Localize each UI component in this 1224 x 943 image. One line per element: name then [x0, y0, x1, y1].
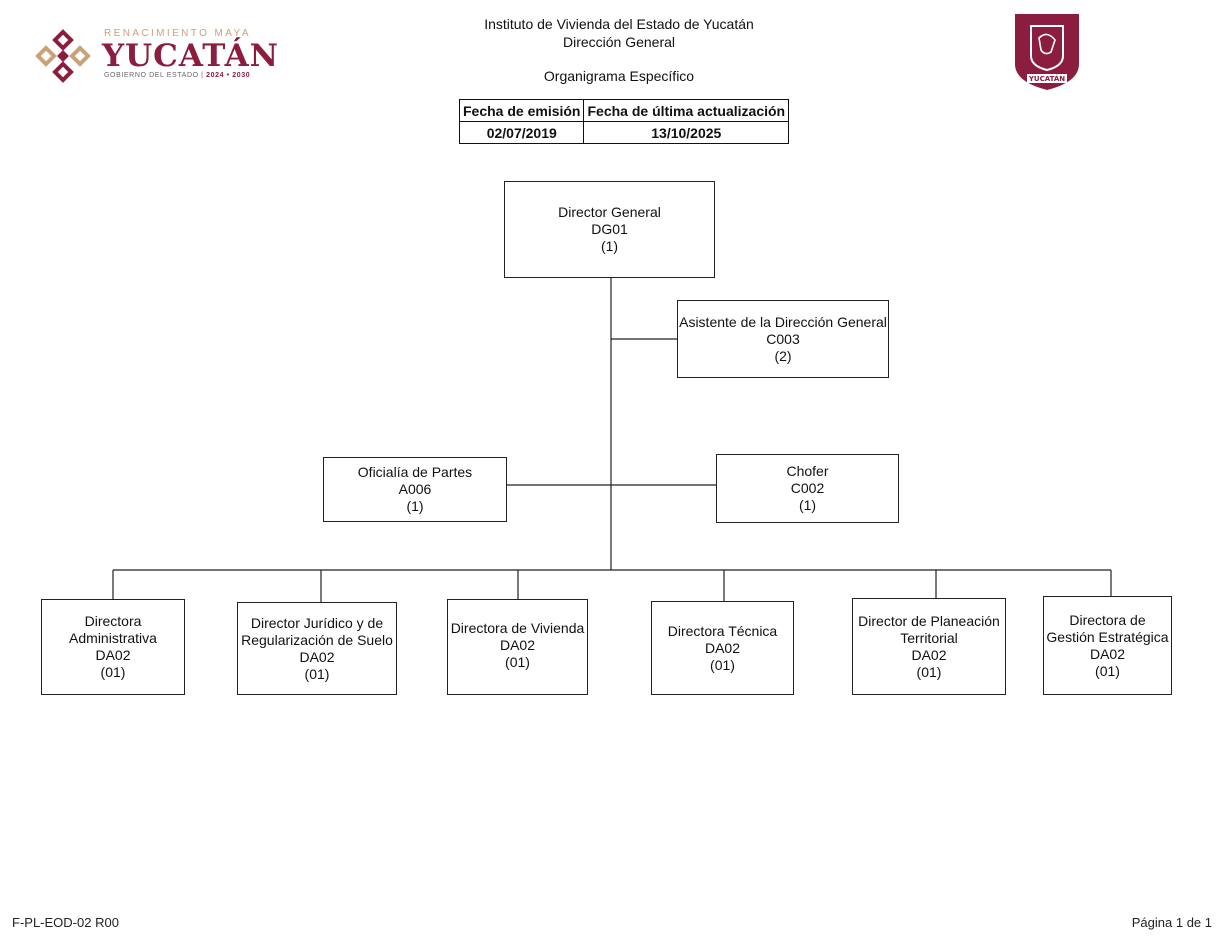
state-shield-icon: YUCATÁN [1015, 14, 1079, 90]
position-code: C002 [790, 480, 825, 496]
emission-date-value: 02/07/2019 [458, 121, 585, 144]
org-box-director-juridico: Director Jurídico y de Regularización de… [237, 602, 397, 695]
position-title-line1: Directora Técnica [667, 622, 778, 639]
position-count: (2) [774, 347, 792, 364]
position-code: DG01 [591, 221, 628, 237]
position-code: DA02 [1089, 645, 1126, 662]
update-date-value: 13/10/2025 [583, 121, 790, 144]
position-code: DA02 [299, 648, 335, 665]
org-box-oficialia-de-partes: Oficialía de Partes A006 (1) [323, 457, 507, 522]
position-title: Oficialía de Partes [357, 464, 473, 480]
logo-subtitle: GOBIERNO DEL ESTADO | 2024 • 2030 [104, 72, 251, 79]
position-title-line2: Administrativa [69, 630, 157, 646]
position-count: (01) [1095, 662, 1120, 679]
maya-pattern-icon [35, 29, 91, 83]
org-box-directora-gestion-estrategica: Directora de Gestión Estratégica DA02 (0… [1043, 596, 1172, 695]
position-code: DA02 [499, 637, 536, 653]
org-box-assistant: Asistente de la Dirección General C003 (… [677, 300, 889, 378]
position-code: DA02 [95, 647, 131, 663]
position-code: DA02 [704, 639, 741, 656]
dates-table: Fecha de emisión Fecha de última actuali… [458, 99, 790, 144]
position-count: (01) [304, 665, 330, 682]
position-title: Chofer [786, 463, 829, 479]
shield-label: YUCATÁN [1028, 74, 1065, 83]
position-title-line2: Regularización de Suelo [241, 631, 393, 648]
logo-tagline: RENACIMIENTO MAYA [104, 28, 251, 39]
position-code: DA02 [911, 646, 947, 663]
position-code: C003 [766, 330, 800, 347]
position-title-line1: Director Jurídico y de [250, 614, 384, 631]
position-title-line1: Directora [84, 613, 142, 629]
org-box-directora-administrativa: Directora Administrativa DA02 (01) [41, 599, 185, 695]
position-title-line2: Gestión Estratégica [1046, 628, 1169, 645]
position-title-line1: Directora de Vivienda [450, 620, 585, 636]
position-title-line1: Director de Planeación [858, 612, 1000, 629]
footer-document-code: F-PL-EOD-02 R00 [12, 915, 119, 930]
logo-name: YUCATÁN [102, 38, 279, 74]
org-box-director-planeacion: Director de Planeación Territorial DA02 … [852, 598, 1006, 695]
position-count: (01) [505, 654, 530, 670]
position-title-line1: Directora de [1069, 611, 1146, 628]
position-title: Director General [558, 204, 661, 220]
position-count: (01) [710, 656, 735, 673]
position-title: Asistente de la Dirección General [679, 313, 887, 330]
org-box-director-general: Director General DG01 (1) [504, 181, 715, 278]
org-box-directora-de-vivienda: Directora de Vivienda DA02 (01) [447, 599, 588, 695]
position-count: (1) [600, 238, 619, 254]
document-type: Organigrama Específico [543, 68, 695, 84]
direction-name: Dirección General [562, 34, 676, 50]
position-count: (1) [798, 497, 817, 513]
institution-name: Instituto de Vivienda del Estado de Yuca… [484, 16, 754, 32]
org-box-directora-tecnica: Directora Técnica DA02 (01) [651, 601, 794, 695]
position-code: A006 [398, 481, 432, 497]
position-count: (01) [916, 663, 942, 680]
org-box-chofer: Chofer C002 (1) [716, 454, 899, 523]
position-title-line2: Territorial [900, 629, 958, 646]
footer-page-number: Página 1 de 1 [1131, 915, 1212, 930]
position-count: (1) [406, 498, 424, 514]
state-government-logo: RENACIMIENTO MAYA YUCATÁN GOBIERNO DEL E… [34, 26, 278, 86]
position-count: (01) [100, 664, 126, 680]
